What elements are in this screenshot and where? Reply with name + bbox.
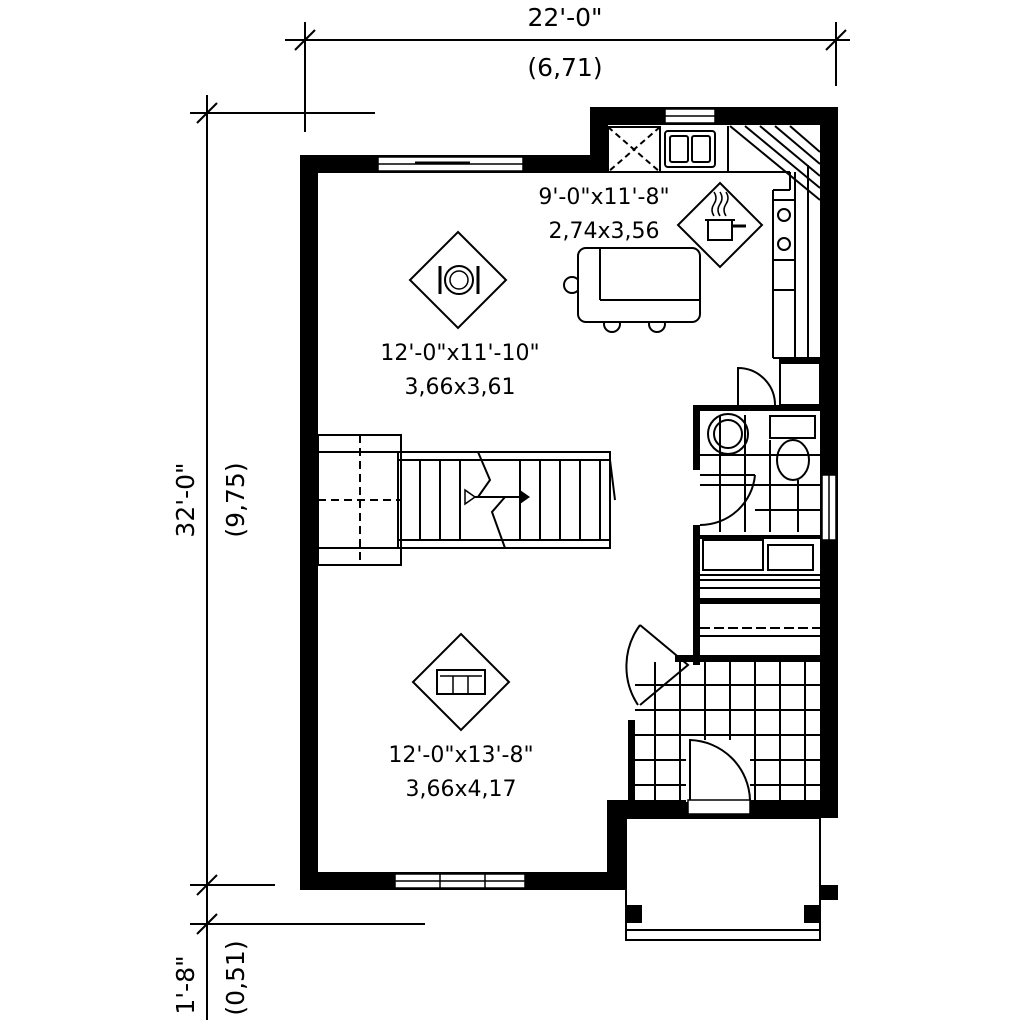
width-metric-label: (6,71) — [527, 53, 602, 82]
porch — [625, 817, 838, 941]
porch-imperial-label: 1'-8" — [171, 955, 200, 1014]
interior-walls — [628, 358, 823, 805]
entry-door — [686, 738, 751, 815]
kitchen-size-imperial: 9'-0"x11'-8" — [538, 185, 669, 210]
porch-metric-label: (0,51) — [221, 940, 250, 1015]
kitchen-size-metric: 2,74x3,56 — [549, 219, 660, 244]
windows — [377, 108, 837, 889]
dimension-lines — [190, 22, 850, 1020]
kitchen-counters — [607, 125, 821, 359]
stair-direction-arrow — [520, 490, 530, 504]
plate-and-cutlery-icon — [408, 230, 508, 330]
dining-size-metric: 3,66x3,61 — [405, 375, 516, 400]
sofa-icon — [411, 632, 511, 732]
kitchen-island — [563, 247, 701, 333]
staircase — [317, 434, 616, 566]
stair-direction-arrow-open — [464, 488, 477, 506]
depth-imperial-label: 32'-0" — [171, 462, 200, 537]
depth-metric-label: (9,75) — [221, 462, 250, 537]
cooking-pot-icon — [676, 181, 764, 269]
living-size-imperial: 12'-0"x13'-8" — [388, 743, 533, 768]
width-imperial-label: 22'-0" — [527, 3, 602, 32]
living-size-metric: 3,66x4,17 — [406, 777, 517, 802]
interior-fixtures — [625, 357, 821, 800]
dining-size-imperial: 12'-0"x11'-10" — [380, 341, 539, 366]
